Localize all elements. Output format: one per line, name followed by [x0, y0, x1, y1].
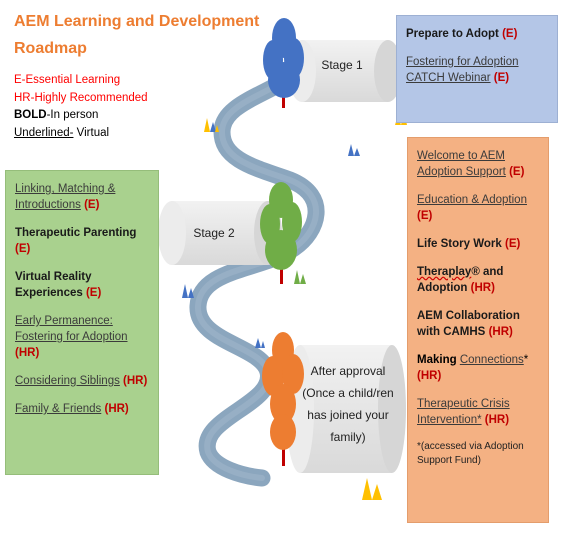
early-permanence-item[interactable]: Early Permanence: Fostering for Adoption…: [15, 313, 149, 361]
prepare-to-adopt-label: Prepare to Adopt: [406, 28, 499, 40]
crisis-intervention-item[interactable]: Therapeutic Crisis Intervention* (HR): [417, 396, 539, 428]
linking-matching-item[interactable]: Linking, Matching & Introductions (E): [15, 181, 149, 213]
catch-webinar-label: Fostering for Adoption CATCH Webinar: [406, 56, 519, 84]
after-approval-panel: Welcome to AEM Adoption Support (E) Educ…: [407, 137, 549, 523]
welcome-aem-label: Welcome to AEM Adoption Support: [417, 150, 506, 178]
crisis-intervention-label: Therapeutic Crisis Intervention*: [417, 398, 510, 426]
catch-webinar-item[interactable]: Fostering for Adoption CATCH Webinar (E): [406, 54, 548, 86]
theraplay-label: Theraplay: [417, 266, 472, 278]
recommended-tag: (HR): [484, 414, 510, 426]
considering-siblings-label: Considering Siblings: [15, 375, 120, 387]
legend-essential: E-Essential Learning: [14, 74, 121, 86]
virtual-reality-item[interactable]: Virtual Reality Experiences (E): [15, 269, 149, 301]
essential-tag: (E): [509, 166, 525, 178]
life-story-work-label: Life Story Work: [417, 238, 502, 250]
family-friends-label: Family & Friends: [15, 403, 102, 415]
legend: E-Essential Learning HR-Highly Recommend…: [14, 72, 148, 142]
early-permanence-label: Early Permanence: Fostering for Adoption: [15, 315, 128, 343]
legend-underline-row: Underlined- Virtual: [14, 125, 148, 143]
prepare-to-adopt-item[interactable]: Prepare to Adopt (E): [406, 26, 548, 42]
theraplay-item[interactable]: Theraplay® and Adoption (HR): [417, 264, 539, 296]
linking-matching-label: Linking, Matching & Introductions: [15, 183, 116, 211]
essential-tag: (E): [84, 199, 100, 211]
stage2-label: Stage 2: [193, 226, 235, 240]
recommended-tag: (HR): [470, 282, 495, 294]
essential-tag: (E): [85, 287, 102, 299]
essential-tag: (E): [493, 72, 510, 84]
family-friends-item[interactable]: Family & Friends (HR): [15, 401, 149, 417]
recommended-tag: (HR): [15, 347, 40, 359]
making-connections-item[interactable]: Making Connections* (HR): [417, 352, 539, 384]
virtual-reality-label: Virtual Reality Experiences: [15, 271, 92, 299]
legend-underline-desc: Virtual: [73, 126, 110, 139]
legend-bold-row: BOLD-In person: [14, 107, 148, 125]
considering-siblings-item[interactable]: Considering Siblings (HR): [15, 373, 149, 389]
life-story-work-item[interactable]: Life Story Work (E): [417, 236, 539, 252]
theraplay-suffix: ® and Adoption: [417, 266, 504, 294]
camhs-item[interactable]: AEM Collaboration with CAMHS (HR): [417, 308, 539, 340]
asf-footnote: *(accessed via Adoption Support Fund): [417, 441, 524, 466]
orange-tree: [262, 332, 304, 466]
legend-recommended: HR-Highly Recommended: [14, 91, 148, 104]
recommended-tag: (HR): [104, 403, 129, 415]
after-approval-label: After approval (Once a child/ren has joi…: [302, 360, 394, 448]
stage1-panel: Prepare to Adopt (E) Fostering for Adopt…: [396, 15, 558, 123]
welcome-aem-item[interactable]: Welcome to AEM Adoption Support (E): [417, 148, 539, 180]
therapeutic-parenting-item[interactable]: Therapeutic Parenting (E): [15, 225, 149, 257]
essential-tag: (E): [15, 243, 31, 255]
green-tree: [260, 182, 302, 284]
recommended-tag: (HR): [123, 375, 148, 387]
page-title: AEM Learning and Development Roadmap: [14, 13, 260, 57]
education-adoption-item[interactable]: Education & Adoption (E): [417, 192, 539, 224]
legend-bold-key: BOLD: [14, 109, 47, 121]
connections-label: Connections: [459, 354, 524, 366]
after-approval-title: After approval: [310, 364, 386, 378]
legend-bold-desc: -In person: [46, 109, 99, 121]
stage1-label: Stage 1: [321, 58, 363, 72]
recommended-tag: (HR): [488, 326, 513, 338]
therapeutic-parenting-label: Therapeutic Parenting: [15, 227, 137, 239]
legend-underline-key: Underlined-: [14, 126, 74, 139]
essential-tag: (E): [502, 28, 518, 40]
recommended-tag: (HR): [417, 370, 442, 382]
blue-tree: [263, 18, 304, 108]
essential-tag: (E): [417, 210, 433, 222]
asterisk: *: [523, 354, 529, 366]
camhs-label: AEM Collaboration with CAMHS: [417, 310, 520, 338]
stage2-panel: Linking, Matching & Introductions (E) Th…: [5, 170, 159, 475]
making-label: Making: [417, 354, 457, 366]
after-approval-note: (Once a child/ren has joined your family…: [302, 386, 394, 444]
education-adoption-label: Education & Adoption: [417, 194, 527, 206]
essential-tag: (E): [504, 238, 521, 250]
